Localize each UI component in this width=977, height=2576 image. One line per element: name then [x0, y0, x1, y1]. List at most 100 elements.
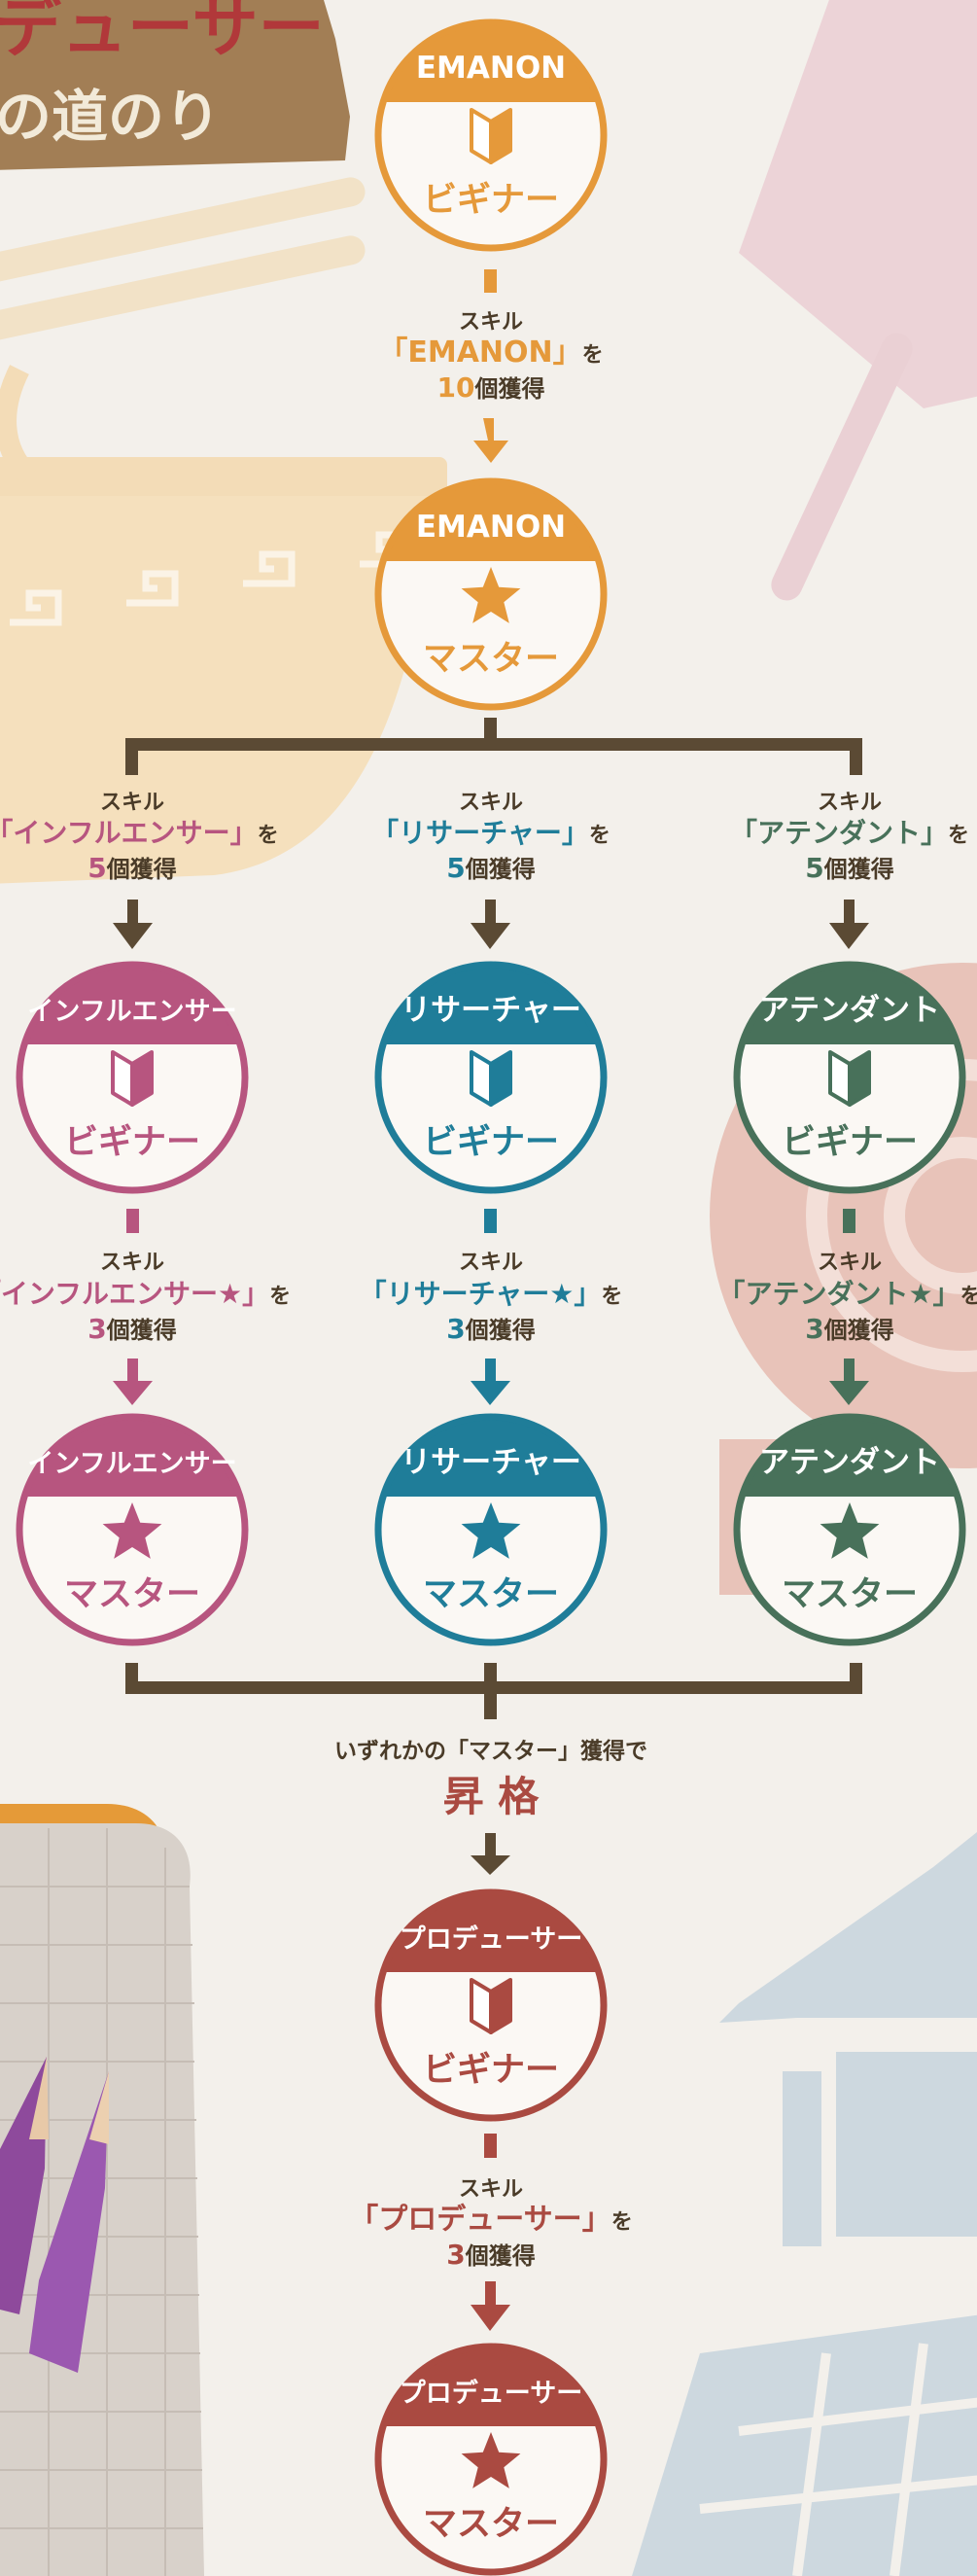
requirement-skill: アテンダント★ [745, 1278, 932, 1310]
bowl-decor [0, 365, 447, 884]
requirement-influencer-branch: スキル 「インフルエンサー」を 5個獲得 [0, 791, 279, 884]
svg-text:「プロデューサー」を: 「プロデューサー」を [349, 2203, 632, 2237]
badge-ring [374, 18, 608, 252]
badge-ring [374, 1413, 608, 1646]
requirement-close-bracket: 」 [230, 817, 258, 849]
badge-header: プロデューサー [400, 2378, 582, 2409]
requirement-researcher-master: スキル 「リサーチャー★」を 3個獲得 [360, 1251, 623, 1345]
requirement-close-bracket: 」 [242, 1278, 269, 1310]
badge-header: プロデューサー [400, 1923, 582, 1955]
arrow-down-icon [471, 1359, 510, 1405]
svg-text:3個獲得: 3個獲得 [446, 2239, 535, 2271]
badge-level: マスター [423, 640, 559, 679]
requirement-count: 3 [446, 1313, 465, 1345]
svg-text:3個獲得: 3個獲得 [87, 1313, 176, 1345]
arrow-down-icon [471, 2281, 510, 2331]
svg-text:3個獲得: 3個獲得 [805, 1313, 893, 1345]
arrow-down-icon [471, 1833, 510, 1875]
requirement-skill: アテンダント [757, 817, 921, 849]
title-banner-line1: デューサー [0, 0, 325, 67]
requirement-heading: スキル [100, 791, 164, 815]
badge-ring [374, 961, 608, 1194]
requirement-heading: スキル [459, 1251, 523, 1275]
requirement-influencer-master: スキル 「インフルエンサー★」を 3個獲得 [0, 1251, 291, 1345]
requirement-producer: スキル 「プロデューサー」を 3個獲得 [349, 2177, 632, 2271]
requirement-suffix: を [582, 343, 604, 368]
requirement-heading: スキル [100, 1251, 164, 1275]
requirement-heading: スキル [818, 1251, 882, 1275]
requirement-attendant-master: スキル 「アテンダント★」を 3個獲得 [717, 1251, 977, 1345]
requirement-suffix: を [589, 824, 611, 848]
requirement-count-suffix: 個獲得 [823, 856, 894, 883]
badge-header: EMANON [416, 51, 566, 86]
star-icon [820, 1502, 880, 1559]
svg-text:「インフルエンサー★」を: 「インフルエンサー★」を [0, 1278, 291, 1310]
connectors [113, 269, 869, 2331]
star-icon [102, 1502, 162, 1559]
badge-level: マスター [64, 1575, 200, 1614]
badge-level: ビギナー [423, 1123, 559, 1162]
badge-header: アテンダント [759, 993, 940, 1028]
requirement-count: 3 [446, 2239, 465, 2271]
svg-text:「アテンダント★」を: 「アテンダント★」を [717, 1278, 977, 1310]
beginner-mark-icon [470, 1050, 512, 1107]
requirement-emanon: スキル 「EMANON」を 10個獲得 [378, 310, 603, 404]
requirement-researcher-branch: スキル 「リサーチャー」を 5個獲得 [371, 791, 611, 884]
arrow-down-icon [829, 1359, 869, 1405]
promotion-condition: いずれかの「マスター」獲得で 昇 格 [334, 1738, 647, 1820]
requirement-close-bracket: 」 [921, 817, 948, 849]
requirement-count-suffix: 個獲得 [465, 856, 536, 883]
requirement-open-bracket: 「 [0, 1278, 1, 1310]
arrow-down-icon [113, 900, 153, 949]
requirement-suffix: を [611, 2210, 633, 2235]
requirement-skill: EMANON [407, 335, 552, 370]
requirement-count: 3 [87, 1313, 106, 1345]
badge-ring [374, 2343, 608, 2576]
badge-level: ビギナー [782, 1123, 918, 1162]
svg-text:5個獲得: 5個獲得 [805, 852, 893, 884]
badge-ring [16, 961, 249, 1194]
notepad-decor [0, 1804, 204, 2576]
badge-ring [374, 1888, 608, 2122]
requirement-heading: スキル [459, 2177, 523, 2202]
arrow-down-icon [113, 1359, 153, 1405]
requirements: スキル 「EMANON」を 10個獲得 スキル 「インフルエンサー」を 5個獲得… [0, 310, 977, 2271]
requirement-open-bracket: 「 [360, 1278, 387, 1310]
requirement-count: 5 [805, 852, 823, 884]
requirement-suffix: を [269, 1285, 291, 1309]
requirement-suffix: を [258, 824, 279, 848]
arrow-down-icon [829, 900, 869, 949]
badge-ring [733, 1413, 966, 1646]
badge-header: インフルエンサー [27, 997, 236, 1027]
requirement-count-suffix: 個獲得 [823, 1317, 894, 1344]
badge-ring [374, 477, 608, 711]
requirement-close-bracket: 」 [574, 1278, 601, 1310]
dash-connector [126, 1209, 139, 1233]
requirement-open-bracket: 「 [0, 817, 13, 849]
beginner-mark-icon [470, 108, 512, 164]
requirement-heading: スキル [459, 310, 523, 335]
requirement-close-bracket: 」 [582, 2203, 611, 2237]
arrow-down-icon [473, 418, 508, 463]
beginner-mark-icon [111, 1050, 154, 1107]
requirement-count-suffix: 個獲得 [106, 856, 177, 883]
requirement-skill: インフルエンサー★ [1, 1278, 242, 1310]
badge-header: アテンダント [759, 1445, 940, 1480]
requirement-close-bracket: 」 [562, 817, 589, 849]
requirement-count-suffix: 個獲得 [465, 2242, 536, 2270]
title-banner-line2: の道のり [0, 84, 221, 150]
dash-connector [484, 1209, 497, 1233]
badge-header: EMANON [416, 510, 566, 545]
requirement-heading: スキル [818, 791, 882, 815]
requirement-suffix: を [601, 1285, 622, 1309]
svg-text:「アテンダント」を: 「アテンダント」を [730, 817, 969, 849]
requirement-open-bracket: 「 [371, 817, 399, 849]
popsicle-decor [739, 0, 977, 601]
